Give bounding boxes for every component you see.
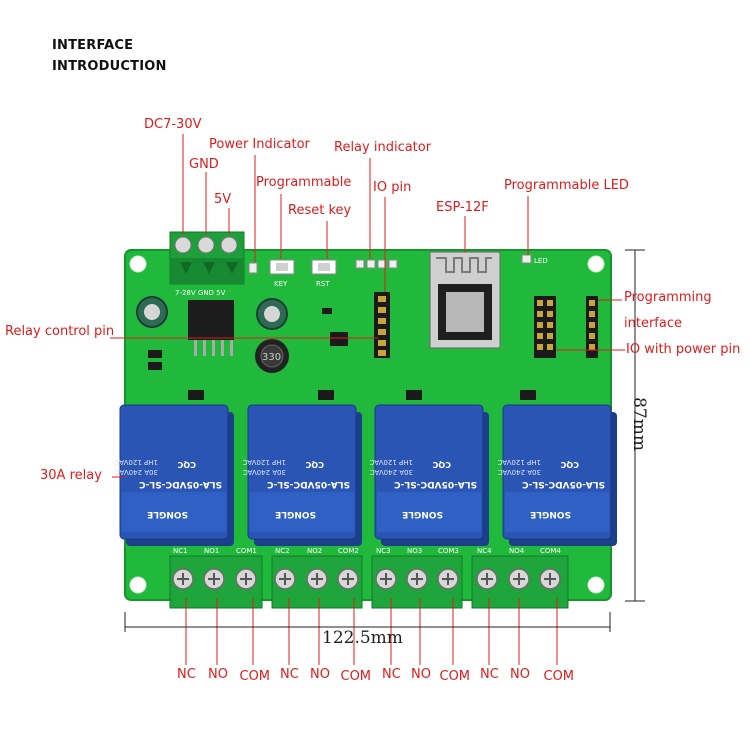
relay-cert-mark: CQC	[432, 460, 451, 469]
relay-brand-text: SONGLE	[147, 509, 188, 519]
mount-hole-bottom-right	[587, 576, 605, 594]
relay-brand-text: SONGLE	[402, 509, 443, 519]
relay-model-text: SLA-05VDC-SL-C	[522, 479, 605, 489]
terminal-label-no: NO	[510, 667, 530, 682]
reset-button-silk: RST	[316, 280, 330, 288]
contact-silk-label: NC4	[477, 547, 492, 555]
contact-silk-label: COM1	[236, 547, 257, 555]
relay-rating-text: 30A 240VAC	[115, 468, 158, 476]
contact-silk-label: NO1	[204, 547, 219, 555]
label-5v: 5V	[214, 192, 232, 207]
programming-header-single	[586, 296, 598, 358]
relay-model-text: SLA-05VDC-SL-C	[394, 479, 477, 489]
relay-rating-text: 30A 240VAC	[243, 468, 286, 476]
relay-cert-mark: CQC	[177, 460, 196, 469]
contact-silk-label: NC3	[376, 547, 391, 555]
programming-header-double	[534, 296, 556, 358]
mount-hole-bottom-left	[129, 576, 147, 594]
label-esp-module: ESP-12F	[436, 200, 489, 215]
contact-silk-label: NO3	[407, 547, 422, 555]
relay-1: 30A 240VAC 1HP 120VAC CQC SLA-05VDC-SL-C SON…	[114, 404, 234, 546]
relay-2: 30A 240VAC 1HP 120VAC CQC SLA-05VDC-SL-C SON…	[242, 404, 362, 546]
relay-indicator-leds	[355, 259, 398, 269]
terminal-label-com: COM	[439, 669, 471, 684]
relay-rating-text-2: 1HP 120VAC	[114, 458, 158, 466]
terminal-label-no: NO	[411, 667, 431, 682]
programmable-key-button	[269, 259, 295, 275]
contact-silk-label: NC2	[275, 547, 290, 555]
capacitor-left	[136, 296, 168, 328]
dimension-height: 87mm	[628, 397, 649, 451]
output-terminal-blocks	[169, 555, 569, 609]
terminal-label-com: COM	[543, 669, 575, 684]
inductor	[255, 339, 289, 373]
contact-silk-labels: NC1 NO1 COM1 NC2 NO2 COM2 NC3 NO3 COM3 NC4 NO4 COM4	[173, 547, 561, 555]
relay-brand-text: SONGLE	[530, 509, 571, 519]
mount-hole-top-right	[587, 255, 605, 273]
relay-cert-mark: CQC	[305, 460, 324, 469]
terminal-label-no: NO	[310, 667, 330, 682]
label-gnd: GND	[189, 157, 219, 172]
relay-rating-text: 30A 240VAC	[370, 468, 413, 476]
relay-rating-text-2: 1HP 120VAC	[497, 458, 541, 466]
label-30a-relay: 30A relay	[40, 468, 102, 483]
relay-model-text: SLA-05VDC-SL-C	[139, 479, 222, 489]
label-dc-input: DC7-30V	[144, 117, 202, 132]
contact-silk-label: COM2	[338, 547, 359, 555]
label-programming-interface-line1: Programming	[624, 290, 712, 305]
led-silk: LED	[534, 257, 548, 265]
contact-silk-label: NC1	[173, 547, 188, 555]
terminal-label-nc: NC	[480, 667, 499, 682]
smd-components	[148, 308, 536, 400]
relay-rating-text-2: 1HP 120VAC	[369, 458, 413, 466]
power-indicator-led	[248, 262, 258, 274]
contact-silk-label: NO4	[509, 547, 525, 555]
relay-rating-text: 30A 240VAC	[498, 468, 541, 476]
terminal-leaders	[185, 598, 558, 665]
mount-hole-top-left	[129, 255, 147, 273]
capacitor-right	[256, 298, 288, 330]
callout-leaders	[110, 134, 625, 478]
relay-cert-mark: CQC	[560, 460, 579, 469]
terminal-label-nc: NC	[280, 667, 299, 682]
label-relay-control-pin: Relay control pin	[5, 324, 115, 339]
contact-silk-label: COM4	[540, 547, 561, 555]
relay-brand-text: SONGLE	[275, 509, 316, 519]
label-programmable-led: Programmable LED	[504, 178, 629, 193]
label-reset-key: Reset key	[288, 203, 352, 218]
programmable-led	[521, 254, 532, 264]
contact-silk-label: NO2	[307, 547, 322, 555]
relay-model-text: SLA-05VDC-SL-C	[267, 479, 350, 489]
relay-group: 30A 240VAC 1HP 120VAC CQC SLA-05VDC-SL-C SON…	[114, 404, 617, 546]
dimension-lines	[124, 249, 645, 632]
relay-4: 30A 240VAC 1HP 120VAC CQC SLA-05VDC-SL-C SON…	[497, 404, 617, 546]
terminal-label-no: NO	[208, 667, 228, 682]
esp-12f-module	[429, 251, 501, 349]
heading-line-1: INTERFACE	[52, 38, 134, 53]
voltage-regulator	[188, 300, 234, 356]
terminal-label-nc: NC	[177, 667, 196, 682]
label-programmable: Programmable	[256, 175, 352, 190]
label-io-pin: IO pin	[373, 180, 412, 195]
terminal-label-com: COM	[239, 669, 271, 684]
terminal-label-com: COM	[340, 669, 372, 684]
terminal-label-nc: NC	[382, 667, 401, 682]
label-programming-interface-line2: interface	[624, 316, 682, 331]
key-button-silk: KEY	[274, 280, 288, 288]
heading-line-2: INTRODUCTION	[52, 59, 167, 74]
inductor-marking: 330	[262, 352, 281, 363]
contact-silk-label: COM3	[438, 547, 459, 555]
dimension-width: 122.5mm	[322, 628, 403, 648]
terminal-block-silk: 7-28V GND 5V	[175, 289, 226, 297]
reset-key-button	[311, 259, 337, 275]
label-io-with-power-pin: IO with power pin	[626, 342, 741, 357]
relay-rating-text-2: 1HP 120VAC	[242, 458, 286, 466]
power-terminal-block	[169, 231, 245, 285]
io-pin-header	[374, 292, 390, 358]
relay-3: 30A 240VAC 1HP 120VAC CQC SLA-05VDC-SL-C SON…	[369, 404, 489, 546]
label-power-indicator: Power Indicator	[209, 137, 310, 152]
label-relay-indicator: Relay indicator	[334, 140, 432, 155]
